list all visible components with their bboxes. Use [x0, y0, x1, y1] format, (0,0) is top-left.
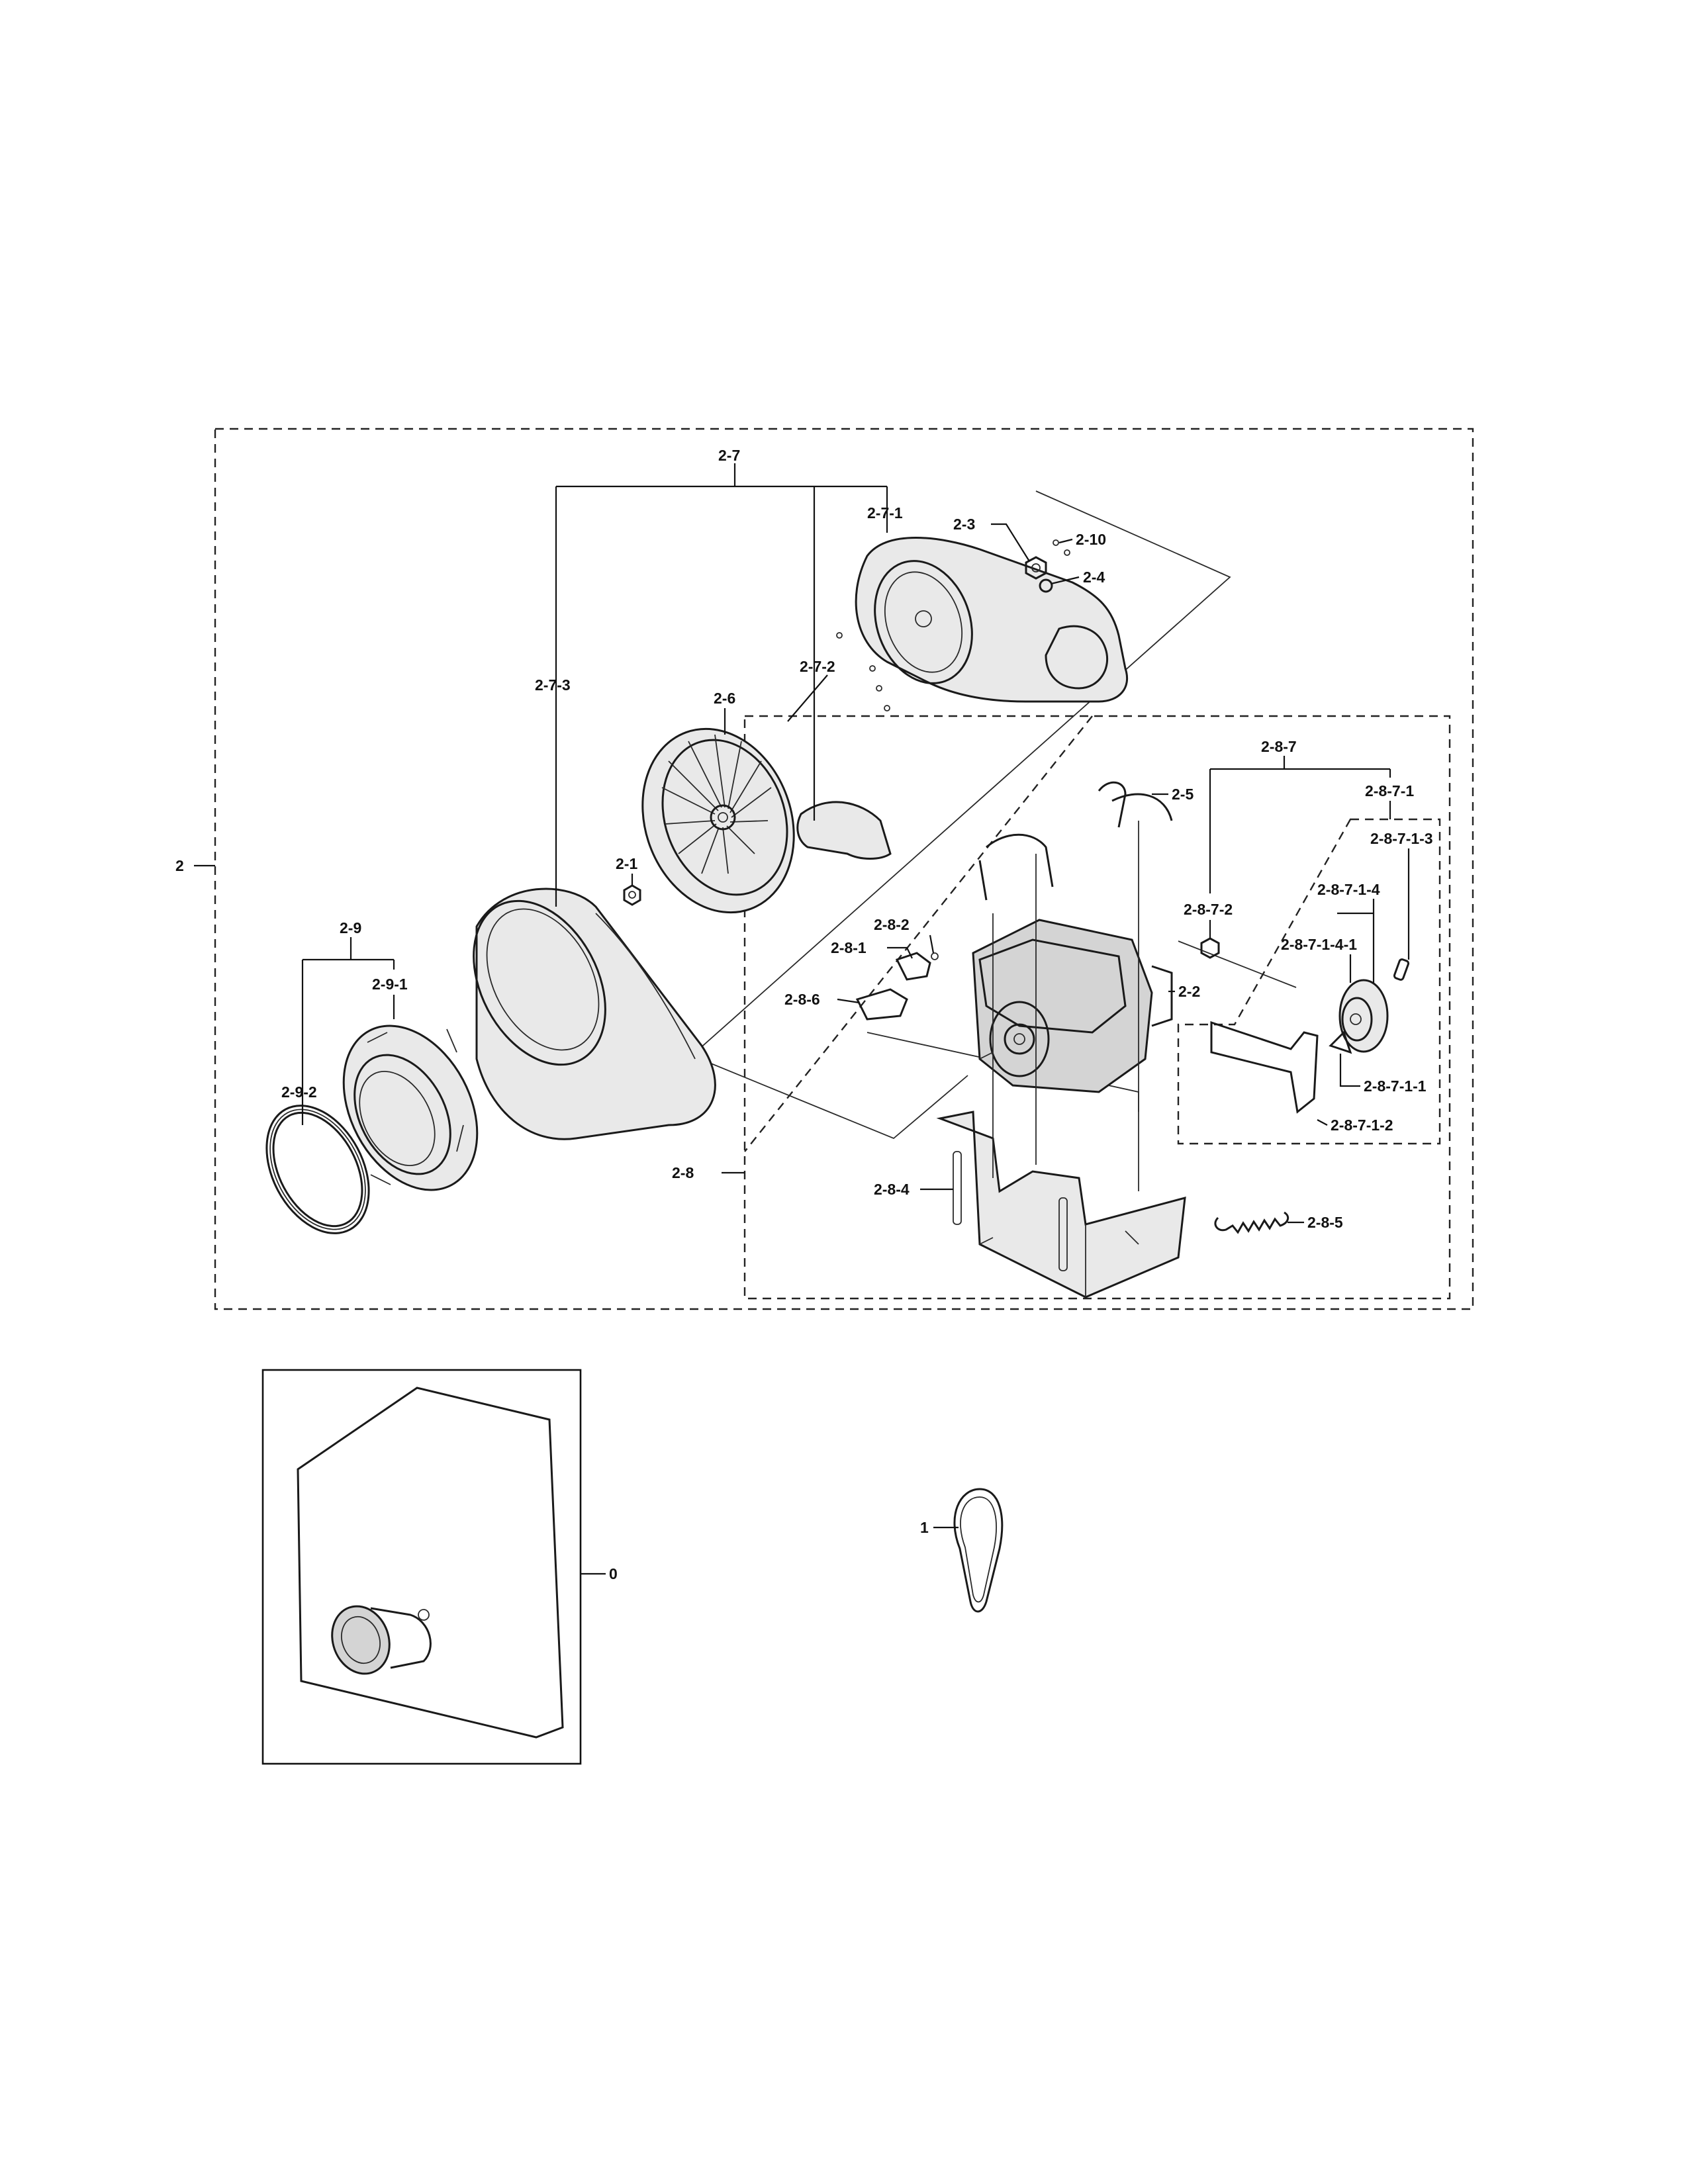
- label-2: 2: [175, 857, 184, 874]
- small-brackets-part: [855, 952, 939, 1021]
- label-2-7: 2-7: [718, 447, 740, 464]
- gasket-ring-part: [265, 1105, 370, 1234]
- label-2-7-2: 2-7-2: [800, 658, 835, 675]
- part-labels: 2-7 2-7-1 2-3 2-10 2-4 2-7-3 2-7-2 2-6 2…: [175, 447, 1433, 1582]
- label-2-8-6: 2-8-6: [784, 991, 820, 1008]
- idler-arm-part: [1200, 937, 1410, 1114]
- label-2-8-7-1-4-1: 2-8-7-1-4-1: [1281, 936, 1357, 953]
- baffle-part: [796, 801, 892, 860]
- assembly-2-8-diagonal-dash: [744, 715, 1093, 1152]
- label-2-8-2: 2-8-2: [874, 916, 910, 933]
- blower-wheel-part: [641, 727, 795, 914]
- label-2-8-7-1: 2-8-7-1: [1365, 782, 1414, 799]
- label-2-1: 2-1: [616, 855, 637, 872]
- label-2-9: 2-9: [340, 919, 361, 936]
- hex-nut-part: [623, 884, 641, 906]
- assembly-2-8-boundary: [743, 715, 1451, 1300]
- label-2-3: 2-3: [953, 516, 975, 533]
- label-1: 1: [920, 1519, 929, 1536]
- label-2-8-4: 2-8-4: [874, 1181, 910, 1198]
- label-2-9-1: 2-9-1: [372, 976, 408, 993]
- fan-housing-front-part: [342, 1024, 479, 1191]
- label-2-7-3: 2-7-3: [535, 676, 571, 694]
- label-2-8-1: 2-8-1: [831, 939, 867, 956]
- label-0: 0: [609, 1565, 618, 1582]
- assembly-2-8-7-1-boundary: [1177, 818, 1441, 1145]
- label-2-5: 2-5: [1172, 786, 1194, 803]
- idler-screws-part: [1025, 539, 1070, 593]
- leader-lines: [194, 463, 1410, 1575]
- label-2-4: 2-4: [1083, 569, 1105, 586]
- label-2-8-7-1-1: 2-8-7-1-1: [1364, 1077, 1427, 1095]
- drive-belt-part: [953, 1488, 1004, 1613]
- label-2-10: 2-10: [1076, 531, 1106, 548]
- label-2-8-7-1-3: 2-8-7-1-3: [1370, 830, 1433, 847]
- motor-part: [972, 919, 1173, 1093]
- label-2-7-1: 2-7-1: [867, 504, 903, 522]
- label-2-6: 2-6: [714, 690, 735, 707]
- motor-mount-part: [936, 821, 1186, 1298]
- label-2-2: 2-2: [1178, 983, 1200, 1000]
- motor-plane: [1178, 940, 1297, 988]
- label-2-8-7-2: 2-8-7-2: [1184, 901, 1233, 918]
- belt-cover-housing-part: [836, 537, 1129, 711]
- label-2-8-7-1-2: 2-8-7-1-2: [1331, 1116, 1393, 1134]
- motor-clamp-part: [978, 781, 1173, 901]
- label-2-8: 2-8: [672, 1164, 694, 1181]
- tension-spring-part: [1214, 1211, 1289, 1234]
- assembly-2-boundary: [214, 428, 1474, 1310]
- label-2-8-5: 2-8-5: [1307, 1214, 1343, 1231]
- duct-housing-part: [473, 887, 716, 1140]
- label-2-8-7: 2-8-7: [1261, 738, 1297, 755]
- label-2-8-7-1-4: 2-8-7-1-4: [1317, 881, 1380, 898]
- label-2-9-2: 2-9-2: [281, 1083, 317, 1101]
- complete-assembly-box: [261, 1369, 582, 1765]
- complete-assembly-thumbnail: [331, 1605, 432, 1675]
